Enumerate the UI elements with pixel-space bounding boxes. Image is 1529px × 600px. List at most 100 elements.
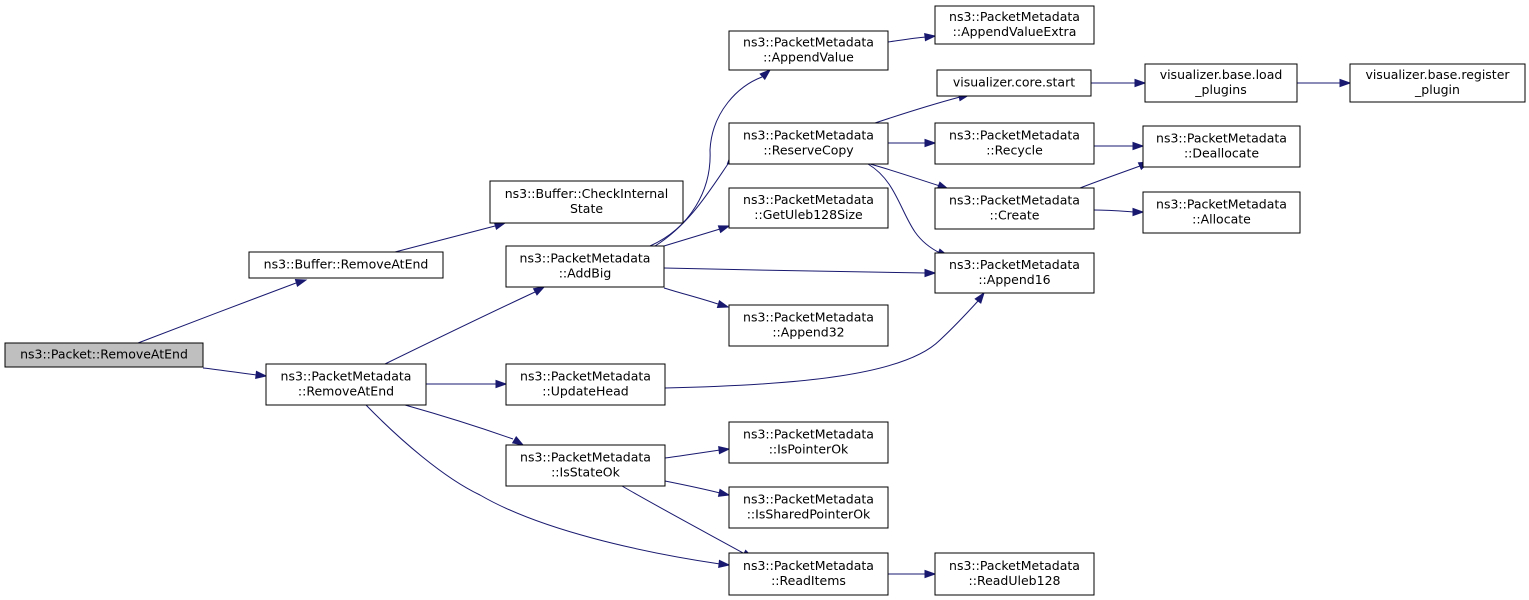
arrowhead-vis_load_plugins-to-vis_register_plugin [1339,78,1352,88]
edge-pm_reservecopy-to-vis_core_start [874,96,961,124]
node-label-line: ::ReadItems [771,573,846,588]
node-label-line: ns3::PacketMetadata [743,492,874,507]
edge-pm_addbig-to-pm_reservecopy [654,160,731,247]
arrowhead-pm_readitems-to-pm_readuleb [924,569,937,579]
edge-pm_appendvalue-to-pm_appendvalueextra [887,36,927,43]
node-label-line: ns3::Buffer::CheckInternal [505,186,669,201]
edge-pm_isstateok-to-pm_ispointerok [664,449,721,459]
node-label-line: ns3::PacketMetadata [743,35,874,50]
node-box [934,552,1095,596]
edge-pm_remove-to-pm_addbig [384,291,536,365]
node-box [934,122,1095,165]
node-box [934,252,1095,294]
node-label-line: ns3::PacketMetadata [949,558,1080,573]
arrowhead-pm_isstateok-to-pm_issharedok [717,488,731,497]
edge-pm_addbig-to-pm_append16 [663,267,927,274]
node-pm-readitems[interactable]: ns3::PacketMetadata::ReadItems [728,552,889,596]
node-box [489,180,684,224]
arrowhead-pm_isstateok-to-pm_ispointerok [718,445,731,455]
node-box [505,363,666,406]
node-pm-appendvalueextra[interactable]: ns3::PacketMetadata::AppendValueExtra [934,5,1095,45]
node-pm-updatehead[interactable]: ns3::PacketMetadata::UpdateHead [505,363,666,406]
edge-pm_isstateok-to-pm_issharedok [664,480,721,494]
node-label-line: ::RemoveAtEnd [298,384,394,399]
node-pm-append16[interactable]: ns3::PacketMetadata::Append16 [934,252,1095,294]
node-label-line: ns3::PacketMetadata [743,558,874,573]
node-label-line: ns3::PacketMetadata [949,257,1080,272]
node-pm-remove[interactable]: ns3::PacketMetadata::RemoveAtEnd [265,363,427,406]
edge-pm_updatehead-to-pm_append16 [664,300,979,389]
arrowhead-pm_updatehead-to-pm_append16 [974,291,985,304]
node-pm-appendvalue[interactable]: ns3::PacketMetadata::AppendValue [728,30,889,71]
arrowhead-pm_recycle-to-pm_deallocate [1132,141,1145,151]
node-label-line: ns3::PacketMetadata [1156,197,1287,212]
node-pm-addbig[interactable]: ns3::PacketMetadata::AddBig [505,245,665,288]
node-box [248,251,444,279]
node-pm-getuleb[interactable]: ns3::PacketMetadata::GetUleb128Size [728,187,889,229]
node-label-line: ::AddBig [559,266,612,281]
node-pm-recycle[interactable]: ns3::PacketMetadata::Recycle [934,122,1095,165]
node-label-line: _plugin [1414,82,1460,97]
node-label-line: ns3::PacketMetadata [743,192,874,207]
node-pm-isstateok[interactable]: ns3::PacketMetadata::IsStateOk [505,444,666,487]
node-box [934,187,1095,230]
node-box [1349,63,1526,103]
node-label-line: ns3::Buffer::RemoveAtEnd [264,257,429,272]
node-box [728,552,889,596]
arrowhead-root-to-buf_remove [294,278,308,288]
node-label-line: visualizer.core.start [953,75,1075,90]
edge-pm_remove-to-pm_isstateok [404,404,514,440]
arrowhead-pm_addbig-to-pm_append16 [924,268,937,278]
node-label-line: ns3::PacketMetadata [743,128,874,143]
node-box [728,421,889,464]
node-box [1142,125,1301,168]
node-label-line: ::UpdateHead [542,384,628,399]
node-box [1142,191,1301,234]
node-label-line: ns3::PacketMetadata [520,369,651,384]
node-pm-ispointerok[interactable]: ns3::PacketMetadata::IsPointerOk [728,421,889,464]
node-pm-create[interactable]: ns3::PacketMetadata::Create [934,187,1095,230]
node-label-line: ns3::Packet::RemoveAtEnd [20,347,188,362]
node-label-line: ns3::PacketMetadata [949,193,1080,208]
node-label-line: ::GetUleb128Size [754,207,863,222]
node-label-line: ::Recycle [986,143,1043,158]
node-box [728,187,889,229]
node-vis-register-plugin[interactable]: visualizer.base.register_plugin [1349,63,1526,103]
node-box [1144,63,1298,103]
node-pm-reservecopy[interactable]: ns3::PacketMetadata::ReserveCopy [728,122,889,165]
node-buf-remove[interactable]: ns3::Buffer::RemoveAtEnd [248,251,444,279]
node-pm-allocate[interactable]: ns3::PacketMetadata::Allocate [1142,191,1301,234]
arrowhead-pm_remove-to-pm_isstateok [511,435,525,446]
node-label-line: ::Append32 [772,325,844,340]
node-root[interactable]: ns3::Packet::RemoveAtEnd [4,342,204,368]
node-label-line: ::AppendValueExtra [953,24,1077,39]
node-label-line: ::Deallocate [1184,146,1259,161]
node-label-line: ::Append16 [978,272,1050,287]
node-pm-append32[interactable]: ns3::PacketMetadata::Append32 [728,304,889,347]
node-box [728,486,889,529]
node-pm-deallocate[interactable]: ns3::PacketMetadata::Deallocate [1142,125,1301,168]
edge-pm_addbig-to-pm_getuleb [663,228,721,247]
arrowhead-pm_remove-to-pm_readitems [718,559,731,569]
node-label-line: ::IsSharedPointerOk [747,507,871,522]
node-label-line: ns3::PacketMetadata [281,369,412,384]
node-label-line: ::ReadUleb128 [969,573,1061,588]
node-vis-core-start[interactable]: visualizer.core.start [936,69,1092,97]
node-pm-issharedok[interactable]: ns3::PacketMetadata::IsSharedPointerOk [728,486,889,529]
node-label-line: ::IsStateOk [551,465,621,480]
arrowhead-vis_core_start-to-vis_load_plugins [1134,78,1147,88]
node-box [728,30,889,71]
node-vis-load-plugins[interactable]: visualizer.base.load_plugins [1144,63,1298,103]
node-label-line: ::AppendValue [763,50,854,65]
node-pm-readuleb[interactable]: ns3::PacketMetadata::ReadUleb128 [934,552,1095,596]
node-label-line: ::Allocate [1192,212,1251,227]
edges-layer [137,32,1352,579]
arrowhead-pm_remove-to-pm_updatehead [495,379,508,389]
node-label-line: ns3::PacketMetadata [520,450,651,465]
node-label-line: ns3::PacketMetadata [1156,131,1287,146]
node-box [265,363,427,406]
node-box [936,69,1092,97]
edge-pm_reservecopy-to-pm_append16 [867,163,941,254]
edge-root-to-pm_remove [202,367,258,376]
